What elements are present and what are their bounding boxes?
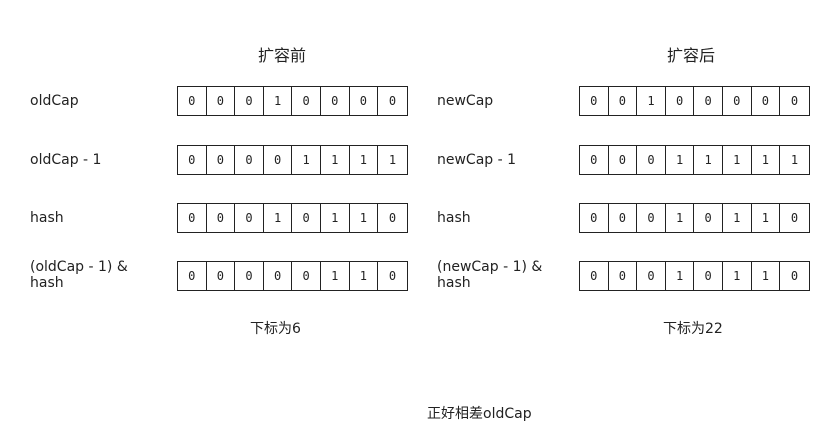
- after-row-2-bit-1: 0: [609, 204, 638, 232]
- after-row-2-bit-6: 1: [752, 204, 781, 232]
- after-row-0-bit-2: 1: [637, 87, 666, 115]
- after-row-1-bit-7: 1: [790, 153, 799, 167]
- after-row-2-bit-3: 1: [666, 204, 695, 232]
- after-row-3-bit-2: 0: [637, 262, 666, 290]
- before-row-0-bit-0: 0: [178, 87, 207, 115]
- before-result: 下标为6: [250, 321, 301, 337]
- after-title: 扩容后: [667, 46, 716, 65]
- before-row-3-bit-3: 0: [264, 262, 293, 290]
- after-label-3: (newCap - 1) & hash: [437, 259, 542, 291]
- after-row-2-bit-5: 1: [723, 204, 752, 232]
- before-label-3-line2: hash: [30, 275, 64, 291]
- after-row-1-bit-2: 0: [637, 146, 666, 174]
- after-row-1-bit-1: 0: [609, 146, 638, 174]
- before-row-1-bit-2: 0: [235, 146, 264, 174]
- before-row-2-bit-1: 0: [207, 204, 236, 232]
- after-result: 下标为22: [663, 321, 723, 337]
- after-row-0-bit-5: 0: [723, 87, 752, 115]
- after-row-0-bit-1: 0: [609, 87, 638, 115]
- before-row-1-bit-7: 1: [388, 153, 397, 167]
- before-row-0-bit-2: 0: [235, 87, 264, 115]
- before-label-3: (oldCap - 1) & hash: [30, 259, 128, 291]
- before-row-2-bit-6: 1: [350, 204, 379, 232]
- before-row-3-bit-6: 1: [350, 262, 379, 290]
- before-row-2-bit-7: 0: [388, 211, 397, 225]
- after-row-1-bit-5: 1: [723, 146, 752, 174]
- before-row-0-bit-5: 0: [321, 87, 350, 115]
- before-row-2-bit-5: 1: [321, 204, 350, 232]
- before-row-2-bit-2: 0: [235, 204, 264, 232]
- before-row-3-bit-5: 1: [321, 262, 350, 290]
- before-row-2-bit-4: 0: [292, 204, 321, 232]
- after-row-2-bit-4: 0: [694, 204, 723, 232]
- after-label-1: newCap - 1: [437, 152, 517, 168]
- after-row-3-bit-4: 0: [694, 262, 723, 290]
- before-label-1: oldCap - 1: [30, 152, 102, 168]
- after-row-0-bit-6: 0: [752, 87, 781, 115]
- before-row-3-bit-2: 0: [235, 262, 264, 290]
- before-row-1-bit-6: 1: [350, 146, 379, 174]
- before-row-0-bit-3: 1: [264, 87, 293, 115]
- before-label-0: oldCap: [30, 93, 79, 109]
- before-row-3-bit-4: 0: [292, 262, 321, 290]
- after-row-3-bit-7: 0: [790, 269, 799, 283]
- before-row-3-bit-0: 0: [178, 262, 207, 290]
- before-row-0-bit-6: 0: [350, 87, 379, 115]
- before-row-3-bit-1: 0: [207, 262, 236, 290]
- after-row-2-bit-7: 0: [790, 211, 799, 225]
- before-row-1-bit-3: 0: [264, 146, 293, 174]
- before-row-2-bit-3: 1: [264, 204, 293, 232]
- footer-note: 正好相差oldCap: [427, 406, 532, 422]
- before-title: 扩容前: [258, 46, 307, 65]
- before-row-1-bit-4: 1: [292, 146, 321, 174]
- after-row-3-bit-1: 0: [609, 262, 638, 290]
- after-row-0-bit-3: 0: [666, 87, 695, 115]
- after-row-0-bit-7: 0: [790, 94, 799, 108]
- after-row-0-bit-0: 0: [580, 87, 609, 115]
- after-row-1-bit-3: 1: [666, 146, 695, 174]
- before-label-2: hash: [30, 210, 64, 226]
- before-row-1-bit-5: 1: [321, 146, 350, 174]
- after-label-3-line2: hash: [437, 275, 471, 291]
- after-row-2-bit-0: 0: [580, 204, 609, 232]
- after-label-3-line1: (newCap - 1) &: [437, 259, 543, 275]
- before-row-3-bit-7: 0: [388, 269, 397, 283]
- before-row-2-bit-0: 0: [178, 204, 207, 232]
- before-row-1-bit-0: 0: [178, 146, 207, 174]
- after-row-1-bit-6: 1: [752, 146, 781, 174]
- after-row-0-bit-4: 0: [694, 87, 723, 115]
- after-label-0: newCap: [437, 93, 494, 109]
- after-row-3-bit-5: 1: [723, 262, 752, 290]
- after-row-3-bit-3: 1: [666, 262, 695, 290]
- before-row-0-bit-7: 0: [388, 94, 397, 108]
- after-row-2-bit-2: 0: [637, 204, 666, 232]
- before-row-1-bit-1: 0: [207, 146, 236, 174]
- before-row-0-bit-1: 0: [207, 87, 236, 115]
- after-row-3-bit-0: 0: [580, 262, 609, 290]
- before-label-3-line1: (oldCap - 1) &: [30, 259, 128, 275]
- after-row-3-bit-6: 1: [752, 262, 781, 290]
- after-row-1-bit-0: 0: [580, 146, 609, 174]
- after-label-2: hash: [437, 210, 471, 226]
- before-row-0-bit-4: 0: [292, 87, 321, 115]
- after-row-1-bit-4: 1: [694, 146, 723, 174]
